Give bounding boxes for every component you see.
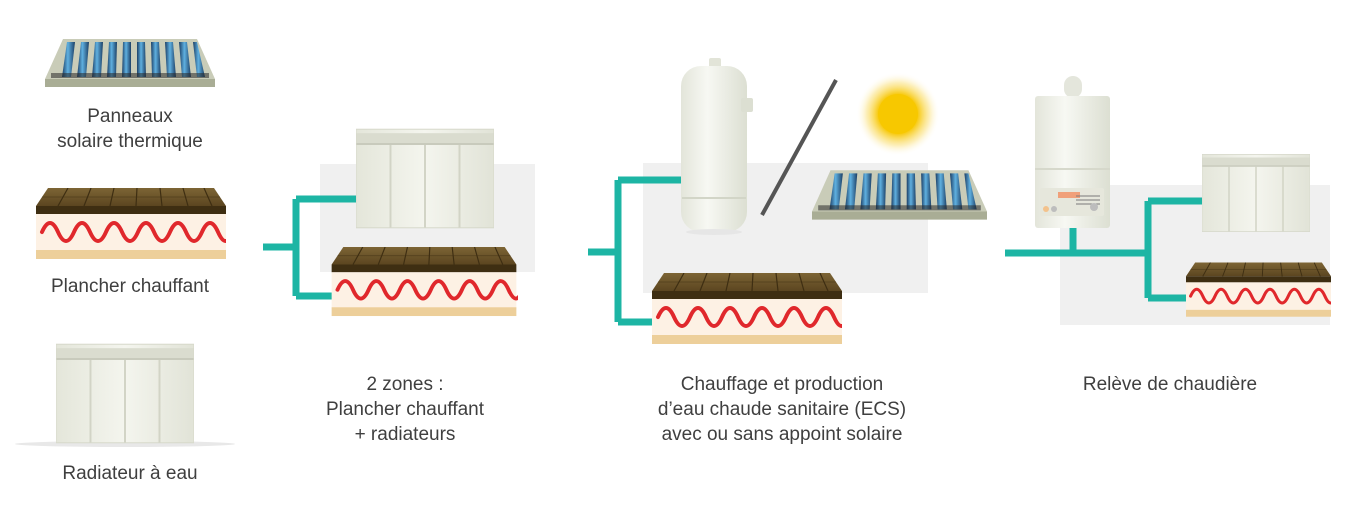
floor-heating-icon bbox=[1186, 262, 1331, 318]
legend-radiator-text: Radiateur à eau bbox=[62, 463, 198, 484]
legend-solar-panel-icon bbox=[45, 39, 215, 87]
config-boiler-label: Relève de chaudière bbox=[1060, 372, 1280, 397]
separator-slash bbox=[760, 79, 838, 216]
legend-radiator-label: Radiateur à eau bbox=[20, 461, 240, 486]
pipe bbox=[263, 195, 356, 300]
config-heating-dhw-line1: Chauffage et production bbox=[680, 374, 884, 395]
config-boiler-line1: Relève de chaudière bbox=[1082, 374, 1258, 395]
pipe bbox=[588, 176, 682, 326]
config-two-zones bbox=[263, 128, 535, 317]
radiator-icon bbox=[356, 128, 494, 229]
water-tank-icon bbox=[681, 58, 753, 235]
legend-floor-heating-text: Plancher chauffant bbox=[50, 276, 210, 297]
config-two-zones-line3: + radiateurs bbox=[354, 424, 456, 445]
config-heating-dhw-line2: d’eau chaude sanitaire (ECS) bbox=[657, 399, 907, 420]
solar-panel-icon bbox=[812, 170, 987, 220]
legend-floor-heating-icon bbox=[36, 188, 226, 260]
floor-heating-icon bbox=[330, 247, 518, 317]
sun-icon bbox=[856, 72, 940, 156]
floor-heating-icon bbox=[652, 273, 842, 345]
config-two-zones-line2: Plancher chauffant bbox=[325, 399, 485, 420]
legend-solar-panel-line1: Panneaux bbox=[87, 106, 173, 127]
config-two-zones-label: 2 zones : Plancher chauffant + radiateur… bbox=[295, 372, 515, 447]
radiator-icon bbox=[1202, 153, 1310, 233]
legend-radiator-icon bbox=[15, 343, 235, 447]
config-heating-dhw bbox=[588, 58, 987, 345]
config-two-zones-line1: 2 zones : bbox=[366, 374, 444, 395]
boiler-icon bbox=[1035, 76, 1110, 228]
legend-floor-heating-label: Plancher chauffant bbox=[20, 274, 240, 299]
config-heating-dhw-label: Chauffage et production d’eau chaude san… bbox=[622, 372, 942, 447]
legend-solar-panel-label: Panneaux solaire thermique bbox=[30, 104, 230, 154]
pipe bbox=[1005, 197, 1202, 302]
config-heating-dhw-line3: avec ou sans appoint solaire bbox=[661, 424, 903, 445]
config-boiler-replacement bbox=[1005, 76, 1331, 325]
legend-solar-panel-line2: solaire thermique bbox=[57, 131, 203, 152]
